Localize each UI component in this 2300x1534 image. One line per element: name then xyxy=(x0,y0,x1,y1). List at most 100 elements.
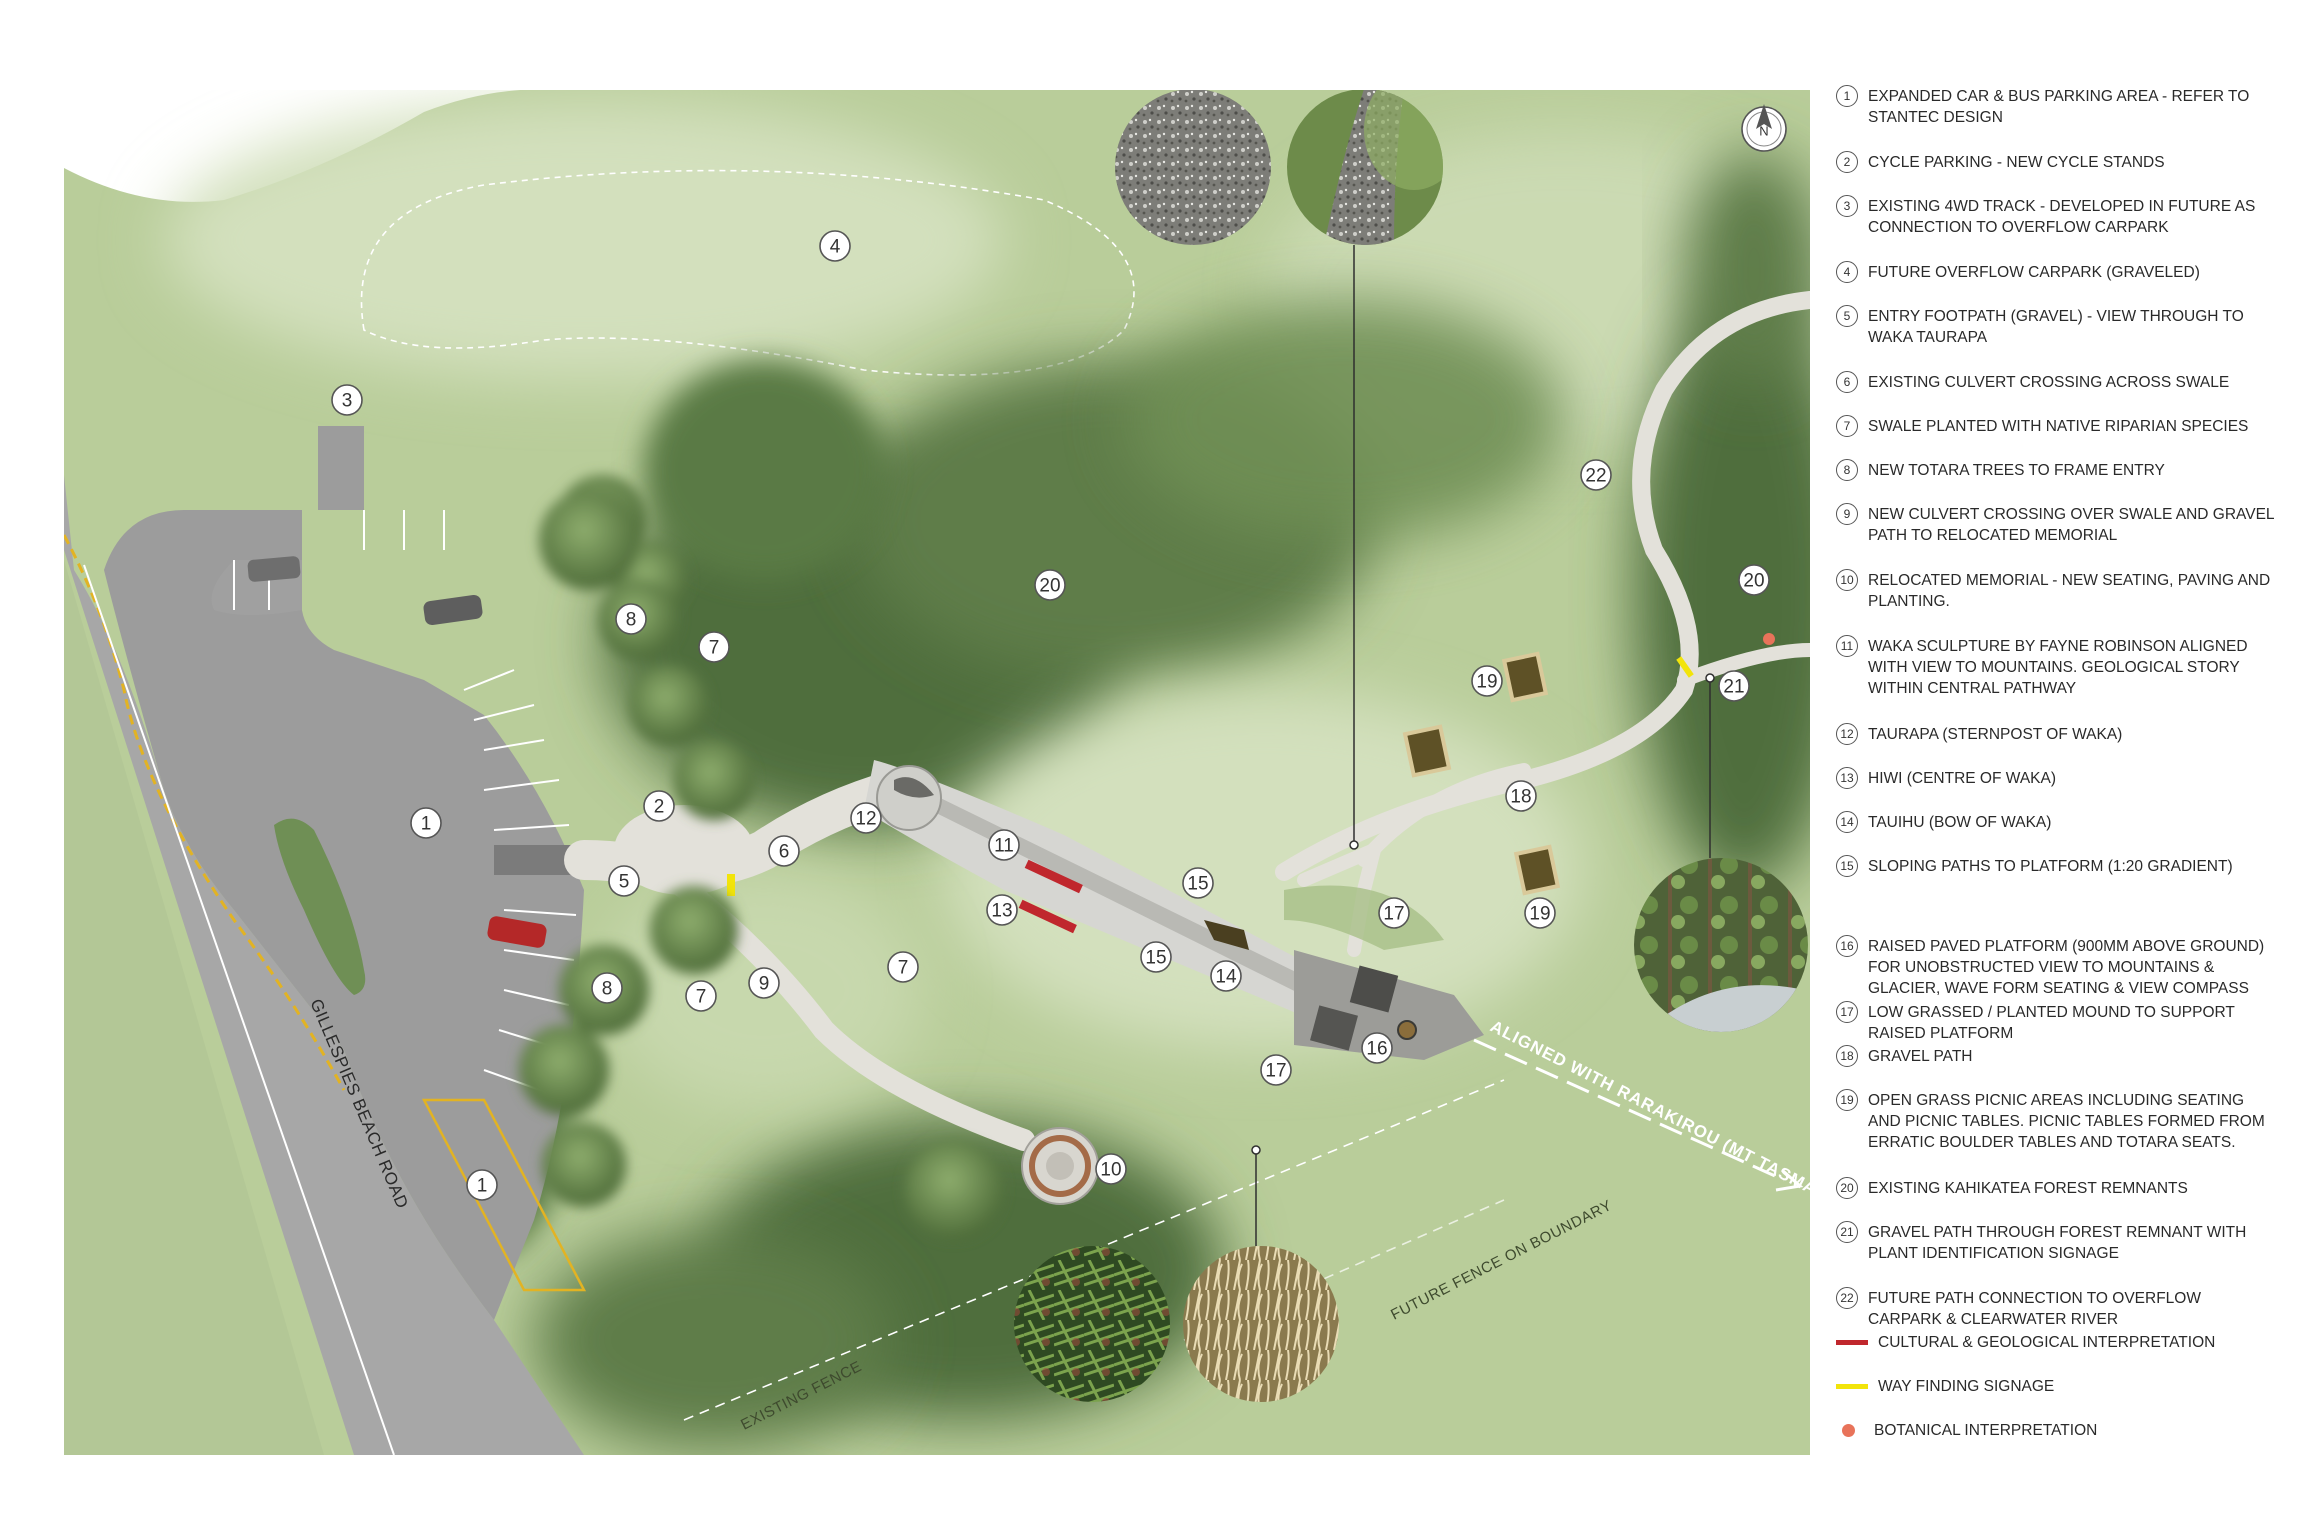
photo-forest-path xyxy=(1634,858,1808,1032)
marker-circle xyxy=(1361,1032,1393,1064)
legend-text: LOW GRASSED / PLANTED MOUND TO SUPPORT R… xyxy=(1868,1004,2235,1042)
marker-label: 7 xyxy=(709,638,720,659)
legend-number: 20 xyxy=(1836,1177,1858,1199)
marker-7b: 7 xyxy=(685,980,717,1012)
marker-label: 5 xyxy=(619,872,630,893)
photo-ferns xyxy=(1014,1246,1170,1402)
legend-text: FUTURE OVERFLOW CARPARK (GRAVELED) xyxy=(1868,264,2200,281)
north-arrow: N xyxy=(1741,104,1787,152)
marker-20b: 20 xyxy=(1738,564,1770,596)
marker-circle xyxy=(768,835,800,867)
legend-number: 18 xyxy=(1836,1045,1858,1067)
marker-12: 12 xyxy=(850,802,882,834)
marker-6: 6 xyxy=(768,835,800,867)
marker-label: 8 xyxy=(626,610,637,631)
marker-label: 15 xyxy=(1187,874,1208,895)
marker-circle xyxy=(1034,569,1066,601)
marker-22: 22 xyxy=(1580,459,1612,491)
legend-text: CYCLE PARKING - NEW CYCLE STANDS xyxy=(1868,154,2165,171)
marker-circle xyxy=(1524,897,1556,929)
legend-number: 3 xyxy=(1836,195,1858,217)
legend-text: NEW TOTARA TREES TO FRAME ENTRY xyxy=(1868,462,2165,479)
carpark-entry-top xyxy=(318,426,364,510)
marker-1b: 1 xyxy=(466,1169,498,1201)
legend-line-icon xyxy=(1836,1384,1868,1389)
site-plan-map: EXISTING FENCE FUTURE FENCE ON BOUNDARY … xyxy=(64,90,1810,1455)
marker-8a: 8 xyxy=(615,603,647,635)
marker-circle xyxy=(1738,564,1770,596)
marker-label: 10 xyxy=(1100,1160,1121,1181)
wayfinding-sign-1 xyxy=(727,874,735,896)
wayfinding-sign-2 xyxy=(1676,656,1694,678)
taurapa-sternpost xyxy=(894,777,934,798)
marker-label: 11 xyxy=(994,836,1014,857)
legend-text: GRAVEL PATH xyxy=(1868,1048,1973,1065)
marker-7c: 7 xyxy=(887,951,919,983)
car-grey-1 xyxy=(247,556,301,582)
relocated-memorial xyxy=(1021,1127,1099,1205)
marker-label: 16 xyxy=(1366,1039,1387,1060)
legend-text: NEW CULVERT CROSSING OVER SWALE AND GRAV… xyxy=(1868,506,2274,544)
road-surface xyxy=(64,475,584,1455)
marker-label: 6 xyxy=(779,842,790,863)
marker-label: 7 xyxy=(898,958,909,979)
marker-17a: 17 xyxy=(1260,1054,1292,1086)
picnic-table-2 xyxy=(1501,651,1549,703)
marker-label: 1 xyxy=(421,814,432,835)
legend-text: SLOPING PATHS TO PLATFORM (1:20 GRADIENT… xyxy=(1868,858,2233,875)
marker-circle xyxy=(1182,867,1214,899)
legend-text: TAUIHU (BOW OF WAKA) xyxy=(1868,814,2052,831)
forest-remnant-main xyxy=(604,300,1564,830)
platform-seat-1 xyxy=(1349,965,1399,1013)
marker-label: 9 xyxy=(759,974,770,995)
legend-text: EXISTING KAHIKATEA FOREST REMNANTS xyxy=(1868,1180,2188,1197)
legend-number: 9 xyxy=(1836,503,1858,525)
marker-4: 4 xyxy=(819,230,851,262)
marker-circle xyxy=(1378,897,1410,929)
view-compass xyxy=(1397,1020,1417,1040)
marker-9: 9 xyxy=(748,967,780,999)
marker-label: 12 xyxy=(855,809,876,830)
cultural-interpretation-13 xyxy=(1018,899,1077,934)
legend-number: 8 xyxy=(1836,459,1858,481)
marker-circle xyxy=(850,802,882,834)
platform-seat-2 xyxy=(1310,1005,1358,1051)
forest-gravel-path xyxy=(1677,643,1810,687)
marker-label: 19 xyxy=(1476,672,1497,693)
taurapa-circle xyxy=(876,765,942,831)
legend-number: 2 xyxy=(1836,151,1858,173)
picnic-table-1 xyxy=(1402,724,1452,778)
carpark-surface xyxy=(104,426,584,1320)
marker-8b: 8 xyxy=(591,972,623,1004)
marker-label: 3 xyxy=(342,391,353,412)
tauihu-bow xyxy=(1204,920,1249,950)
marker-label: 18 xyxy=(1510,787,1531,808)
marker-16: 16 xyxy=(1361,1032,1393,1064)
marker-circle xyxy=(685,980,717,1012)
marker-circle xyxy=(988,829,1020,861)
marker-circle xyxy=(410,807,442,839)
legend-number: 19 xyxy=(1836,1089,1858,1111)
totara-trees xyxy=(519,475,1004,1240)
legend-number: 10 xyxy=(1836,569,1858,591)
marker-17b: 17 xyxy=(1378,897,1410,929)
legend-number: 22 xyxy=(1836,1287,1858,1309)
marker-7a: 7 xyxy=(698,631,730,663)
marker-13: 13 xyxy=(986,894,1018,926)
marker-10: 10 xyxy=(1095,1153,1127,1185)
legend-number: 7 xyxy=(1836,415,1858,437)
marker-21: 21 xyxy=(1718,670,1750,702)
marker-circle xyxy=(591,972,623,1004)
marker-11: 11 xyxy=(988,829,1020,861)
marker-18: 18 xyxy=(1505,780,1537,812)
marker-circle xyxy=(748,967,780,999)
